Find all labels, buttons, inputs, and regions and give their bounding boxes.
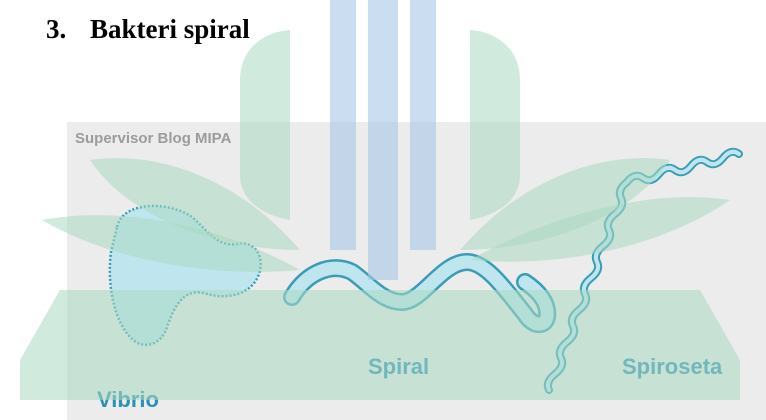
bacteria-figure: Supervisor Blog MIPA Spiral Spiroseta Vi…: [67, 122, 766, 420]
section-title: Bakteri spiral: [90, 14, 250, 44]
section-heading: 3.Bakteri spiral: [46, 14, 250, 45]
label-spiral: Spiral: [368, 354, 429, 380]
spiral-cell: [292, 262, 547, 324]
section-number: 3.: [46, 14, 90, 45]
image-credit: Supervisor Blog MIPA: [75, 130, 231, 147]
vibrio-cell: [110, 206, 261, 345]
label-spiroseta: Spiroseta: [622, 354, 722, 380]
label-vibrio: Vibrio: [97, 387, 159, 413]
